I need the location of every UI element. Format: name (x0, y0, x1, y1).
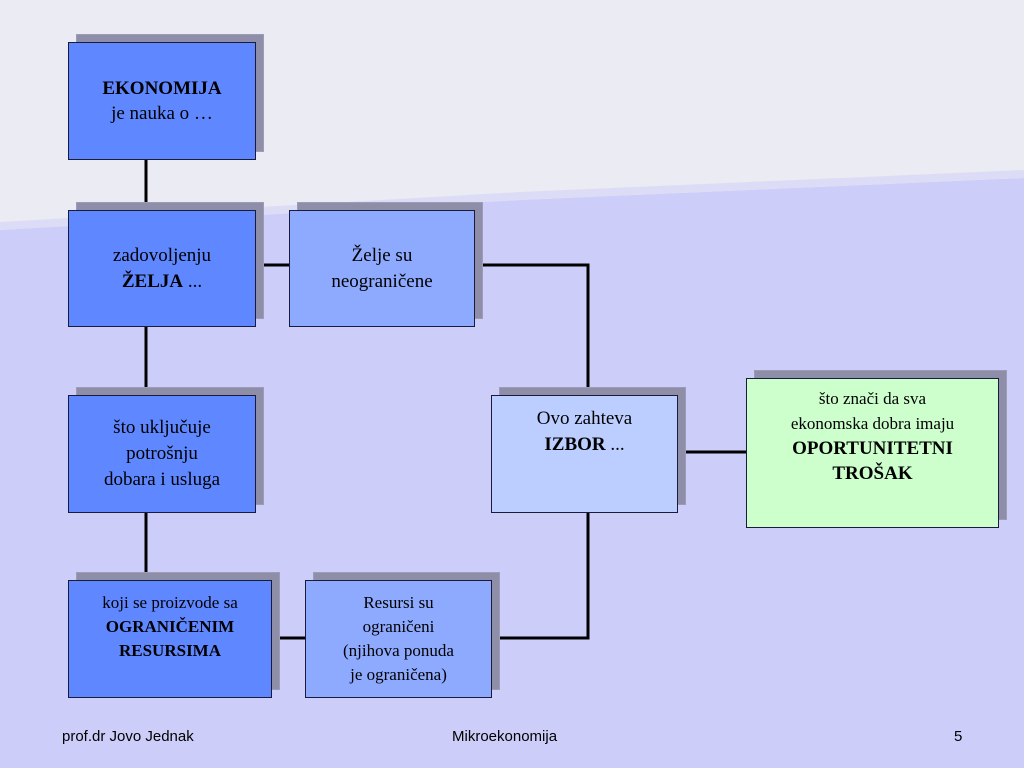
footer-course: Mikroekonomija (452, 728, 558, 745)
box-trosak: što znači da sva ekonomska dobra imaju O… (746, 378, 999, 528)
trosak-line3: OPORTUNITETNI (792, 438, 953, 459)
izbor-suffix: ... (605, 434, 625, 455)
zelje-line1: Želje su (351, 244, 413, 266)
box-izbor: Ovo zahteva IZBOR ... (491, 395, 678, 513)
ukljucuje-line1: što uključuje (113, 417, 211, 438)
connector-resursi-izbor (492, 512, 590, 640)
box-resursi: Resursi su ograničeni (njihova ponuda je… (305, 580, 492, 698)
zadovoljenju-suffix: ... (183, 270, 203, 292)
resursi-line2: ograničeni (362, 617, 435, 636)
box-proizvode: koji se proizvode sa OGRANIČENIM RESURSI… (68, 580, 272, 698)
trosak-line1: što znači da sva (818, 389, 927, 408)
ukljucuje-line2: potrošnju (126, 443, 198, 464)
footer-page-number: 5 (954, 728, 963, 745)
proizvode-line1: koji se proizvode sa (102, 593, 238, 612)
trosak-line2: ekonomska dobra imaju (790, 414, 955, 433)
connector-zelje-izbor (474, 263, 590, 395)
ukljucuje-line3: dobara i usluga (103, 469, 221, 490)
zadovoljenju-line1: zadovoljenju (112, 244, 212, 266)
box-ekonomija: EKONOMIJA je nauka o … (68, 42, 256, 160)
footer-author: prof.dr Jovo Jednak (62, 728, 194, 745)
box-zadovoljenju: zadovoljenju ŽELJA ... (68, 210, 256, 327)
resursi-line3: (njihova ponuda (343, 641, 454, 660)
ekonomija-title: EKONOMIJA (102, 78, 222, 99)
box-zelje: Želje su neograničene (289, 210, 475, 327)
trosak-line4: TROŠAK (832, 463, 913, 484)
ekonomija-text: je nauka o … (111, 103, 213, 124)
box-ukljucuje: što uključuje potrošnju dobara i usluga (68, 395, 256, 513)
izbor-line1: Ovo zahteva (536, 408, 633, 429)
zelje-line2: neograničene (331, 270, 433, 292)
proizvode-line2: OGRANIČENIM (105, 617, 235, 636)
resursi-line1: Resursi su (363, 593, 434, 612)
izbor-bold: IZBOR (544, 434, 606, 455)
zadovoljenju-bold: ŽELJA (121, 270, 184, 292)
resursi-line4: je ograničena) (350, 665, 447, 684)
proizvode-line3: RESURSIMA (118, 641, 222, 660)
